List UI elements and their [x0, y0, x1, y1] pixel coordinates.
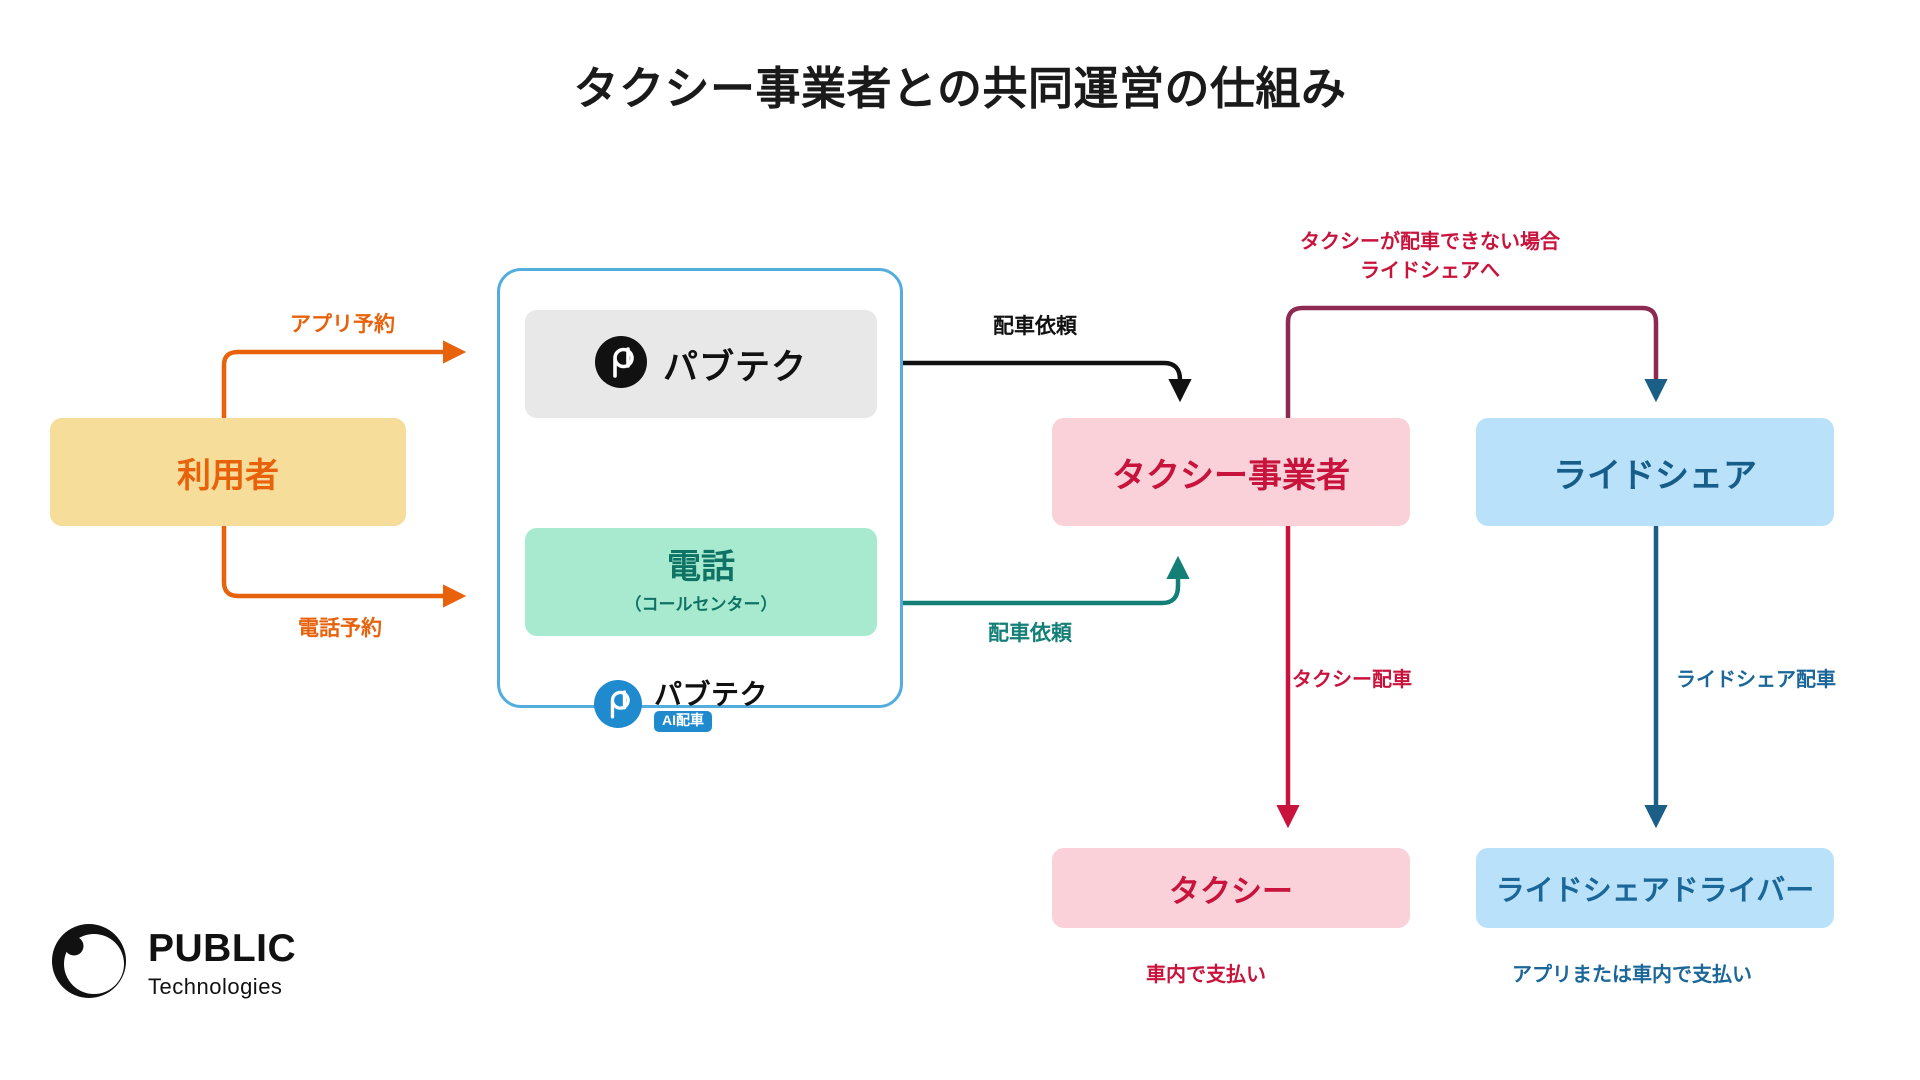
- public-technologies-crescent-icon: [48, 920, 130, 1007]
- node-app-label: パブテク: [662, 347, 807, 387]
- node-rideshare[interactable]: ライドシェア: [1476, 418, 1834, 526]
- node-taxi[interactable]: タクシー: [1052, 848, 1410, 928]
- node-user[interactable]: 利用者: [50, 418, 406, 526]
- edge-label-dispatch-phone: 配車依頼: [988, 622, 1072, 645]
- node-rideshare-label: ライドシェア: [1553, 456, 1757, 495]
- footer-logo-main: PUBLIC: [148, 927, 297, 970]
- pubtech-logo-black-icon: [594, 335, 647, 393]
- node-phone-sublabel: （コールセンター）: [624, 595, 778, 615]
- edge-fallback: [1285, 305, 1668, 418]
- node-taxi-operator[interactable]: タクシー事業者: [1052, 418, 1410, 526]
- node-app[interactable]: パブテク: [525, 310, 877, 418]
- edge-label-dispatch-app: 配車依頼: [993, 315, 1077, 338]
- edge-label-fallback: タクシーが配車できない場合 ライドシェアへ: [1300, 228, 1560, 286]
- node-taxi-operator-label: タクシー事業者: [1112, 456, 1350, 495]
- edge-label-taxi-dispatch: タクシー配車: [1292, 669, 1412, 691]
- pubtech-brand-name: パブテク: [654, 679, 769, 711]
- edge-label-rideshare-dispatch: ライドシェア配車: [1676, 669, 1836, 691]
- node-phone-label: 電話: [667, 547, 735, 586]
- edge-tel-booking: [221, 526, 467, 608]
- footer-logo-sub: Technologies: [148, 974, 283, 999]
- note-pay-rideshare: アプリまたは車内で支払い: [1512, 964, 1752, 986]
- edge-label-fallback-line2: ライドシェアへ: [1360, 260, 1500, 282]
- node-phone[interactable]: 電話 （コールセンター）: [525, 528, 877, 636]
- pubtech-brand-lockup: パブテク AI配車: [594, 680, 768, 733]
- edge-label-tel-booking: 電話予約: [298, 617, 382, 640]
- node-rideshare-driver[interactable]: ライドシェアドライバー: [1476, 848, 1834, 928]
- edge-app-booking: [221, 340, 467, 418]
- node-rideshare-driver-label: ライドシェアドライバー: [1495, 875, 1815, 907]
- node-user-label: 利用者: [177, 456, 279, 495]
- node-taxi-label: タクシー: [1169, 873, 1293, 909]
- pubtech-ai-badge: AI配車: [654, 711, 712, 732]
- edge-dispatch-request-phone: [903, 555, 1190, 606]
- edge-label-app-booking: アプリ予約: [290, 313, 395, 336]
- edge-label-fallback-line1: タクシーが配車できない場合: [1300, 231, 1560, 253]
- note-pay-taxi: 車内で支払い: [1146, 964, 1266, 986]
- pubtech-logo-blue-icon: [594, 680, 642, 733]
- edge-dispatch-request-app: [903, 360, 1192, 403]
- page-title: タクシー事業者との共同運営の仕組み: [573, 63, 1347, 114]
- footer-logo: PUBLIC Technologies: [48, 920, 296, 1007]
